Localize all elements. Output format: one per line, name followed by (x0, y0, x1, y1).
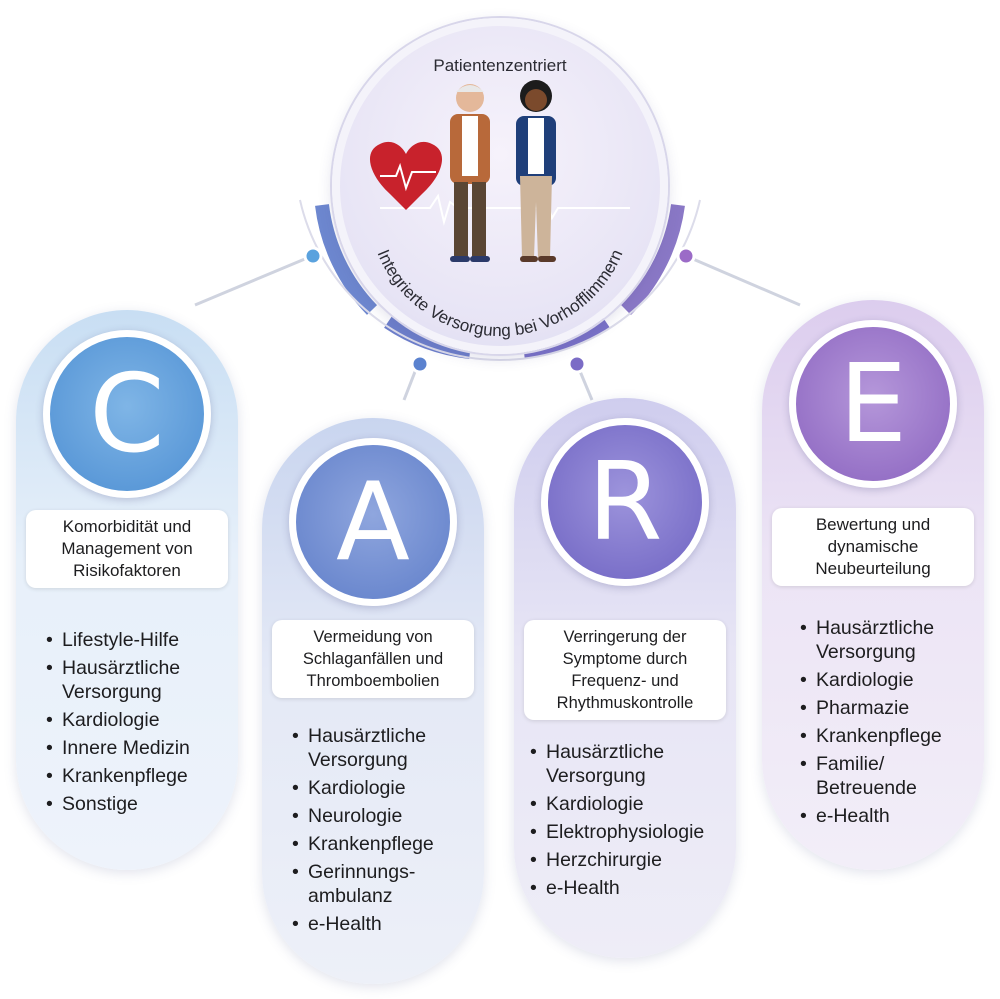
list-item: Krankenpflege (800, 724, 980, 748)
heart-ecg-icon (369, 141, 443, 210)
letter-badge-a: A (289, 438, 457, 606)
hub-illustration: Integrierte Versorgung bei Vorhofflimmer… (369, 80, 630, 340)
patient-woman-illustration (516, 80, 556, 262)
letter-badge-c: C (43, 330, 211, 498)
hub-arc-text: Integrierte Versorgung bei Vorhofflimmer… (374, 247, 627, 340)
list-item: Hausärztliche Versorgung (292, 724, 472, 772)
list-item: Krankenpflege (292, 832, 472, 856)
list-item: Sonstige (46, 792, 231, 816)
list-item: e-Health (292, 912, 472, 936)
column-c-list: Lifestyle-Hilfe Hausärztliche Versorgung… (46, 628, 231, 820)
column-e-list: Hausärztliche Versorgung Kardiologie Pha… (800, 616, 980, 832)
list-item: Kardiologie (800, 668, 980, 692)
list-item: Hausärztliche Versorgung (530, 740, 730, 788)
patient-man-illustration (450, 84, 490, 262)
list-item: e-Health (530, 876, 730, 900)
list-item: Gerinnungs-ambulanz (292, 860, 472, 908)
letter-badge-r: R (541, 418, 709, 586)
list-item: Innere Medizin (46, 736, 231, 760)
column-c: C Komorbidität und Management von Risiko… (16, 310, 238, 870)
list-item: Pharmazie (800, 696, 980, 720)
column-a-list: Hausärztliche Versorgung Kardiologie Neu… (292, 724, 472, 940)
column-a: A Vermeidung von Schlaganfällen und Thro… (262, 418, 484, 984)
letter-badge-e: E (789, 320, 957, 488)
list-item: Lifestyle-Hilfe (46, 628, 231, 652)
list-item: Krankenpflege (46, 764, 231, 788)
list-item: Elektrophysiologie (530, 820, 730, 844)
connector-dot-e (676, 246, 696, 266)
list-item: Hausärztliche Versorgung (800, 616, 980, 664)
list-item: Familie/ Betreuende (800, 752, 980, 800)
column-a-heading: Vermeidung von Schlaganfällen und Thromb… (272, 620, 474, 698)
list-item: Kardiologie (292, 776, 472, 800)
column-e-heading: Bewertung und dynamische Neubeurteilung (772, 508, 974, 586)
list-item: Kardiologie (46, 708, 231, 732)
column-e: E Bewertung und dynamische Neubeurteilun… (762, 300, 984, 870)
connector-dot-a (410, 354, 430, 374)
column-r: R Verringerung der Symptome durch Freque… (514, 398, 736, 958)
column-r-heading: Verringerung der Symptome durch Frequenz… (524, 620, 726, 720)
column-c-heading: Komorbidität und Management von Risikofa… (26, 510, 228, 588)
list-item: Neurologie (292, 804, 472, 828)
list-item: Kardiologie (530, 792, 730, 816)
list-item: Herzchirurgie (530, 848, 730, 872)
connector-dot-c (303, 246, 323, 266)
patient-centered-hub: Patientenzentriert (332, 18, 668, 354)
hub-title: Patientenzentriert (433, 56, 567, 75)
column-r-list: Hausärztliche Versorgung Kardiologie Ele… (530, 740, 730, 904)
list-item: Hausärztliche Versorgung (46, 656, 231, 704)
connector-dot-r (567, 354, 587, 374)
list-item: e-Health (800, 804, 980, 828)
